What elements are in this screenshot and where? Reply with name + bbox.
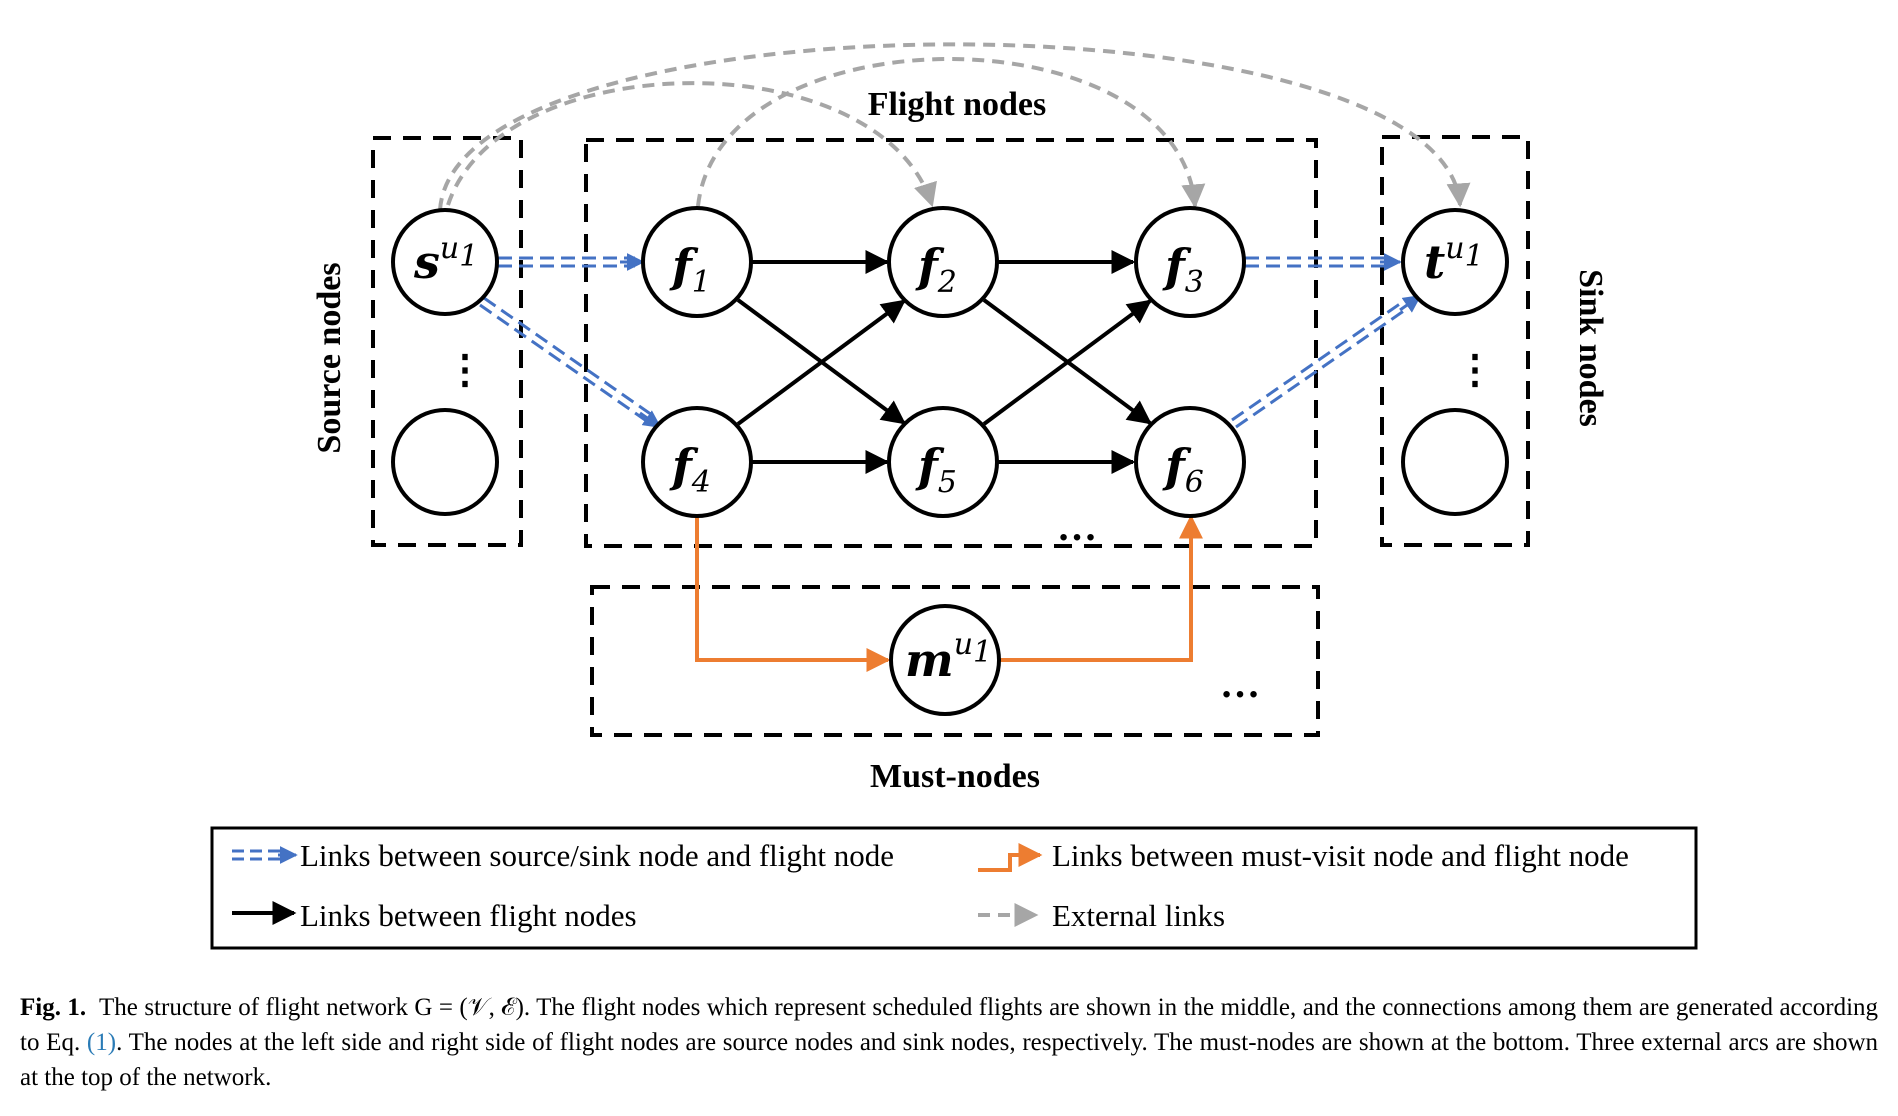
flight-node-f1: f1: [641, 206, 753, 318]
flight-node-f6: f6: [1134, 406, 1246, 518]
flight-node-f5: f5: [887, 406, 999, 518]
source-nodes-label: Source nodes: [311, 262, 348, 453]
flight-node-f2: f2: [887, 206, 999, 318]
link-f5-f3: [982, 299, 1152, 426]
must-nodes-ellipsis: …: [1220, 661, 1260, 706]
svg-text:su1: su1: [413, 231, 478, 289]
source-vertical-ellipsis: ⋮: [445, 347, 485, 392]
source-nodes-box: [371, 136, 523, 547]
flight-node-f4: f4: [641, 406, 753, 518]
figure-caption: Fig. 1. The structure of flight network …: [20, 990, 1878, 1095]
external-link-s-to-f2: [446, 81, 937, 208]
sink-nodes-label: Sink nodes: [1572, 269, 1609, 427]
caption-equation-ref[interactable]: (1): [86, 1029, 117, 1056]
flight-network-diagram: Flight nodes Must-nodes Source nodes Sin…: [210, 42, 1698, 950]
sink-vertical-ellipsis: ⋮: [1455, 347, 1495, 392]
link-f4-m: [695, 515, 891, 672]
link-s-f1: [498, 253, 645, 271]
legend-black-label: Links between flight nodes: [300, 898, 637, 933]
flight-node-f3: f3: [1134, 206, 1246, 318]
caption-label: Fig. 1.: [20, 994, 87, 1021]
caption-text-2: . The nodes at the left side and right s…: [20, 1029, 1878, 1091]
sink-node-t: tu1: [1401, 208, 1509, 316]
svg-text:tu1: tu1: [1424, 231, 1484, 289]
source-node-s: su1: [391, 208, 499, 316]
svg-text:f4: f4: [669, 439, 711, 500]
must-nodes-label: Must-nodes: [870, 758, 1040, 795]
svg-text:mu1: mu1: [905, 627, 992, 687]
flight-nodes-box: [584, 138, 1318, 548]
legend-blue-label: Links between source/sink node and fligh…: [300, 838, 894, 873]
legend-gray-label: External links: [1052, 898, 1225, 933]
caption-text-1: The structure of flight network G = (𝒱, …: [20, 994, 1879, 1056]
link-f4-f2: [736, 299, 906, 426]
link-f3-t: [1245, 253, 1402, 271]
sink-nodes-box: [1380, 135, 1530, 547]
external-link-f1-to-f3: [696, 57, 1206, 209]
legend-blue-swatch: [232, 846, 298, 864]
link-f6-t: [1231, 294, 1422, 429]
must-node-m: mu1: [889, 604, 1001, 716]
link-s-f4: [479, 296, 662, 429]
flight-nodes-label: Flight nodes: [868, 86, 1047, 123]
flight-nodes-ellipsis: …: [1057, 504, 1097, 549]
must-nodes-box: [590, 585, 1320, 737]
link-m-f6: [1000, 514, 1203, 662]
source-node-empty: [391, 408, 499, 516]
legend-orange-swatch: [978, 843, 1043, 872]
sink-node-empty: [1401, 408, 1509, 516]
legend-orange-label: Links between must-visit node and flight…: [1052, 838, 1629, 873]
external-link-s-to-t: [438, 42, 1471, 211]
legend-box: [210, 826, 1698, 950]
